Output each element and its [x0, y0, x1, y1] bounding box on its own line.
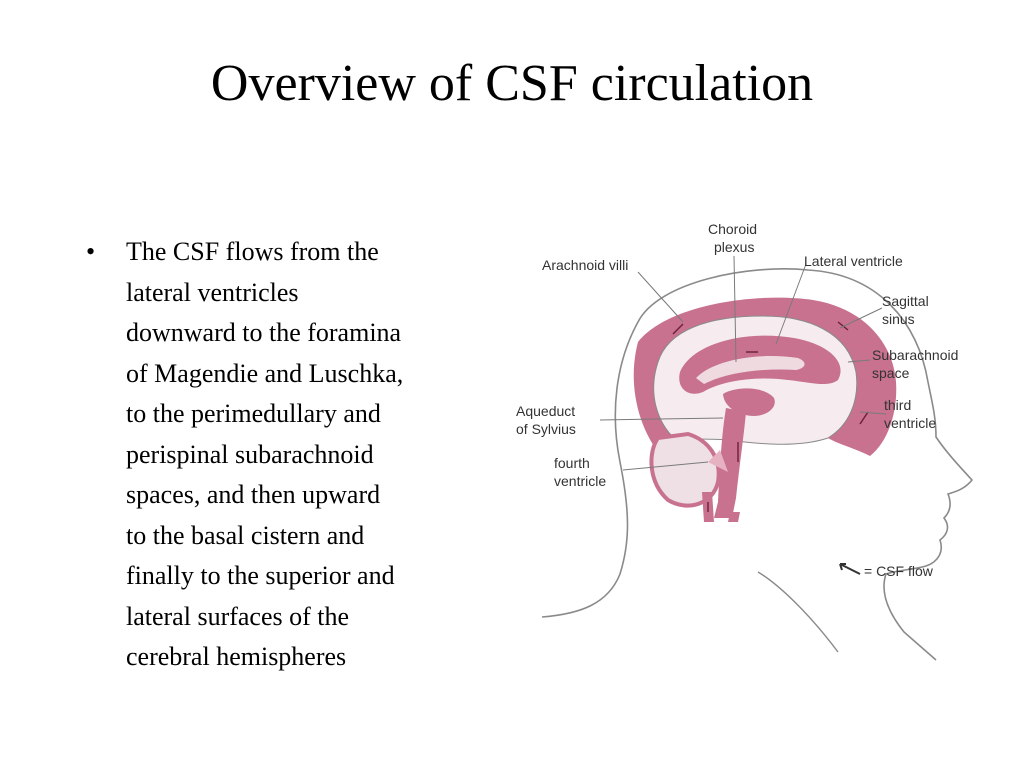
label-aqueduct-line1: Aqueduct: [516, 403, 575, 419]
label-arachnoid-villi: Arachnoid villi: [542, 257, 628, 273]
spinal-cord: [702, 492, 740, 522]
fourth-ventricle-shape: [708, 450, 728, 472]
legend-label: = CSF flow: [864, 563, 934, 579]
label-subarachnoid-space-line1: Subarachnoid: [872, 347, 958, 363]
brainstem: [714, 408, 746, 518]
third-ventricle-shape: [723, 388, 775, 416]
bullet-item: • The CSF flows from the lateral ventric…: [86, 232, 506, 678]
back-of-head-outline: [541, 321, 639, 618]
label-fourth-ventricle-line2: ventricle: [554, 473, 606, 489]
head-outline: [637, 268, 974, 661]
label-third-ventricle-line1: third: [884, 397, 911, 413]
cerebellum: [649, 431, 721, 508]
label-choroid-plexus-line2: plexus: [714, 239, 754, 255]
shoulder-outline: [757, 571, 839, 653]
bullet-text: The CSF flows from the lateral ventricle…: [126, 237, 404, 671]
label-leader-lines: [599, 255, 887, 471]
label-lateral-ventricle: Lateral ventricle: [804, 253, 903, 269]
slide-title: Overview of CSF circulation: [210, 55, 814, 112]
csf-flow-arrows: [672, 321, 869, 512]
bullet-marker: •: [86, 237, 96, 266]
bullet-list: • The CSF flows from the lateral ventric…: [86, 232, 506, 678]
csf-flow-legend: = CSF flow: [839, 563, 934, 579]
label-subarachnoid-space-line2: space: [872, 365, 910, 381]
legend-arrow-icon: [839, 563, 861, 575]
label-aqueduct-line2: of Sylvius: [516, 421, 576, 437]
label-choroid-plexus-line1: Choroid: [708, 221, 757, 237]
csf-circulation-diagram: Choroid plexus Arachnoid villi Lateral v…: [516, 221, 974, 661]
label-sagittal-sinus-line1: Sagittal: [882, 293, 929, 309]
corpus-callosum-highlight: [696, 356, 805, 384]
label-fourth-ventricle-line1: fourth: [554, 455, 590, 471]
label-sagittal-sinus-line2: sinus: [882, 311, 915, 327]
label-third-ventricle-line2: ventricle: [884, 415, 936, 431]
